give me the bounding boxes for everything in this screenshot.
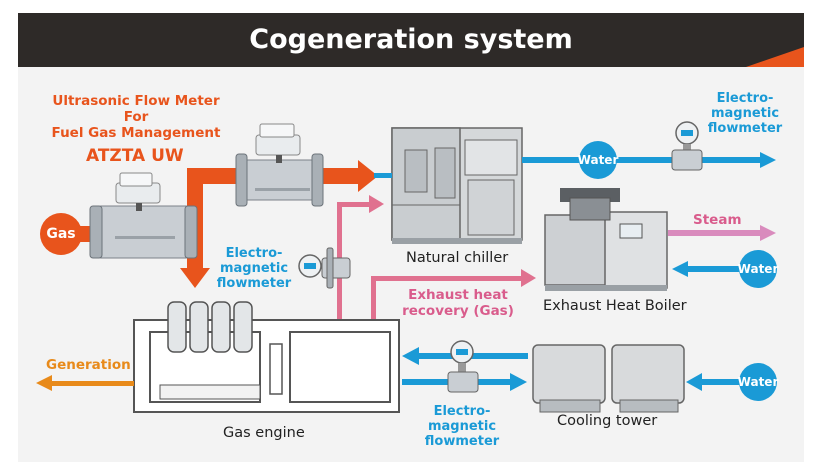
em-flowmeter-middle	[298, 247, 351, 289]
em-label-line-3: flowmeter	[216, 276, 292, 291]
gas-engine-label: Gas engine	[223, 425, 305, 441]
em-label-top-right: Electro- magnetic flowmeter	[700, 91, 790, 136]
em-label-line-3: flowmeter	[424, 434, 500, 449]
em-label-line-1: Electro-	[225, 246, 283, 261]
em-label-line-2: magnetic	[710, 106, 780, 121]
title-accent	[746, 47, 804, 67]
product-line-3: Fuel Gas Management	[51, 125, 221, 141]
em-label-line-2: magnetic	[427, 419, 497, 434]
steam-arrow	[668, 225, 776, 241]
em-label-line-1: Electro-	[716, 91, 774, 106]
product-name: ATZTA UW	[86, 146, 184, 166]
generation-arrow	[36, 375, 134, 391]
em-label-line-3: flowmeter	[707, 121, 783, 136]
product-caption: Ultrasonic Flow Meter For Fuel Gas Manag…	[46, 93, 226, 141]
em-label-middle: Electro- magnetic flowmeter	[214, 246, 294, 291]
gas-badge	[40, 213, 82, 255]
em-label-bottom: Electro- magnetic flowmeter	[422, 404, 502, 449]
natural-chiller-label: Natural chiller	[406, 250, 509, 266]
product-line-2: For	[123, 109, 149, 125]
cooling-tower-label: Cooling tower	[557, 413, 658, 429]
gas-engine-machine	[133, 301, 400, 413]
em-label-line-2: magnetic	[219, 261, 289, 276]
product-line-1: Ultrasonic Flow Meter	[52, 93, 220, 109]
em-flowmeter-chiller	[671, 121, 703, 171]
water-badge-chiller: Water	[577, 153, 619, 167]
natural-chiller-machine	[391, 127, 523, 244]
chiller-water-inlet	[374, 173, 392, 178]
gas-badge-label: Gas	[46, 226, 76, 242]
exhaust-heat-boiler-machine	[544, 188, 668, 291]
title-bar: Cogeneration system	[18, 13, 804, 67]
water-badge-boiler: Water	[737, 262, 779, 276]
tower-water-inlet	[686, 373, 750, 391]
ultrasonic-meter-2	[235, 123, 324, 207]
page-title: Cogeneration system	[249, 24, 573, 55]
chiller-water-outlet	[522, 152, 776, 168]
exhaust-heat-boiler-label: Exhaust Heat Boiler	[543, 298, 687, 314]
exhaust-line-2: recovery (Gas)	[402, 303, 514, 319]
water-badge-tower: Water	[737, 375, 779, 389]
boiler-water-inlet	[672, 261, 748, 277]
generation-label: Generation	[46, 357, 131, 373]
exhaust-heat-label: Exhaust heat recovery (Gas)	[398, 287, 518, 319]
ultrasonic-meter-1	[89, 172, 198, 259]
cooling-tower-machine	[532, 344, 685, 413]
em-flowmeter-lower	[447, 340, 479, 393]
steam-label: Steam	[693, 212, 742, 228]
exhaust-line-1: Exhaust heat	[408, 287, 508, 303]
em-label-line-1: Electro-	[433, 404, 491, 419]
